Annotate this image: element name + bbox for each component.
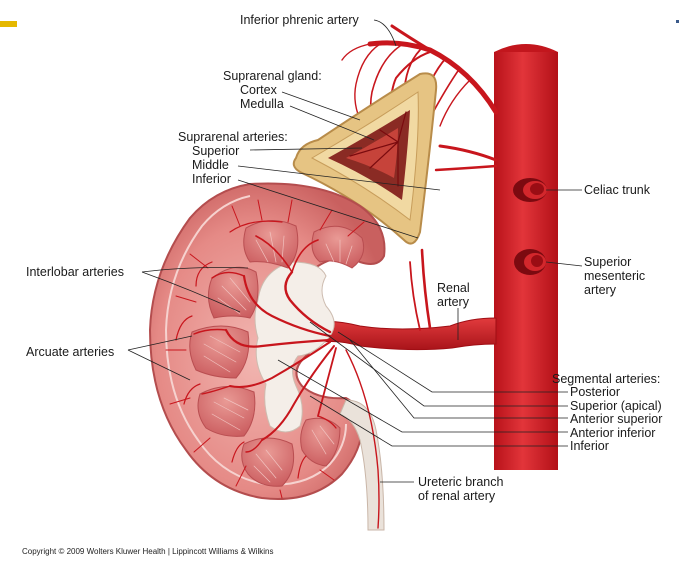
- label-arcuate-arteries: Arcuate arteries: [26, 345, 114, 359]
- label-ureteric-line1: Ureteric branch: [418, 475, 503, 489]
- label-suprarenal-inferior: Inferior: [192, 172, 231, 186]
- copyright-notice: Copyright © 2009 Wolters Kluwer Health |…: [22, 547, 273, 556]
- labels: Inferior phrenic artery Suprarenal gland…: [22, 13, 662, 556]
- label-interlobar-arteries: Interlobar arteries: [26, 265, 124, 279]
- aorta: [494, 44, 558, 470]
- label-segmental-superior: Superior (apical): [570, 399, 662, 413]
- kidney: [148, 182, 386, 531]
- label-cortex: Cortex: [240, 83, 278, 97]
- corner-dot: [676, 20, 679, 23]
- label-suprarenal-middle: Middle: [192, 158, 229, 172]
- label-segmental-posterior: Posterior: [570, 385, 620, 399]
- corner-accent-bar: [0, 21, 17, 27]
- label-celiac-trunk: Celiac trunk: [584, 183, 651, 197]
- label-sma-line3: artery: [584, 283, 617, 297]
- intrarenal-arteries: [165, 199, 380, 529]
- label-suprarenal-gland: Suprarenal gland:: [223, 69, 322, 83]
- label-segmental-anterior-superior: Anterior superior: [570, 412, 662, 426]
- suprarenal-gland: [292, 72, 438, 245]
- label-inferior-phrenic-artery: Inferior phrenic artery: [240, 13, 360, 27]
- label-sma-line1: Superior: [584, 255, 631, 269]
- label-ureteric-line2: of renal artery: [418, 489, 496, 503]
- label-suprarenal-arteries: Suprarenal arteries:: [178, 130, 288, 144]
- label-renal-line2: artery: [437, 295, 470, 309]
- label-suprarenal-superior: Superior: [192, 144, 239, 158]
- celiac-trunk-opening: [513, 178, 547, 202]
- leader-lines: [127, 19, 583, 483]
- label-segmental-anterior-inferior: Anterior inferior: [570, 426, 655, 440]
- label-medulla: Medulla: [240, 97, 284, 111]
- label-sma-line2: mesenteric: [584, 269, 645, 283]
- label-segmental-arteries: Segmental arteries:: [552, 372, 660, 386]
- label-renal-line1: Renal: [437, 281, 470, 295]
- superior-mesenteric-opening: [514, 249, 546, 275]
- middle-suprarenal-artery: [434, 144, 498, 172]
- label-segmental-inferior: Inferior: [570, 439, 609, 453]
